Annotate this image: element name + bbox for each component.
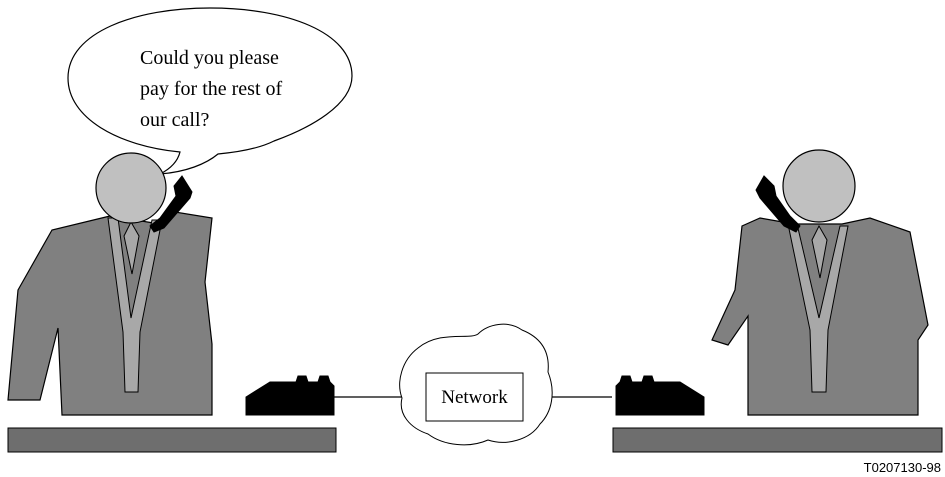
person-right-tie-knot (811, 224, 828, 279)
network-box (425, 372, 524, 422)
reference-code: T0207130-98 (864, 460, 941, 475)
network-label: Network (441, 387, 508, 408)
person-left-tie-knot (123, 220, 140, 275)
person-left-head (95, 152, 167, 224)
network-cloud: Network (399, 323, 553, 446)
person-left (7, 152, 213, 416)
person-right-tie (787, 223, 849, 393)
telephone-icon (245, 375, 335, 416)
person-right-head (782, 149, 856, 223)
person-left-tie (107, 217, 163, 393)
speech-bubble-icon (67, 7, 353, 175)
desk-right (612, 427, 943, 453)
speech-line-1: Could you please (140, 47, 279, 69)
speech-line-3: our call? (140, 109, 210, 131)
speech-line-2: pay for the rest of (140, 78, 283, 100)
handset-icon (149, 175, 193, 233)
speech-bubble: Could you please pay for the rest of our… (67, 7, 353, 175)
person-right (711, 149, 929, 416)
telephone-icon (615, 375, 705, 416)
person-left-jacket (7, 211, 213, 416)
desk-left (7, 427, 337, 453)
handset-icon (755, 175, 801, 233)
